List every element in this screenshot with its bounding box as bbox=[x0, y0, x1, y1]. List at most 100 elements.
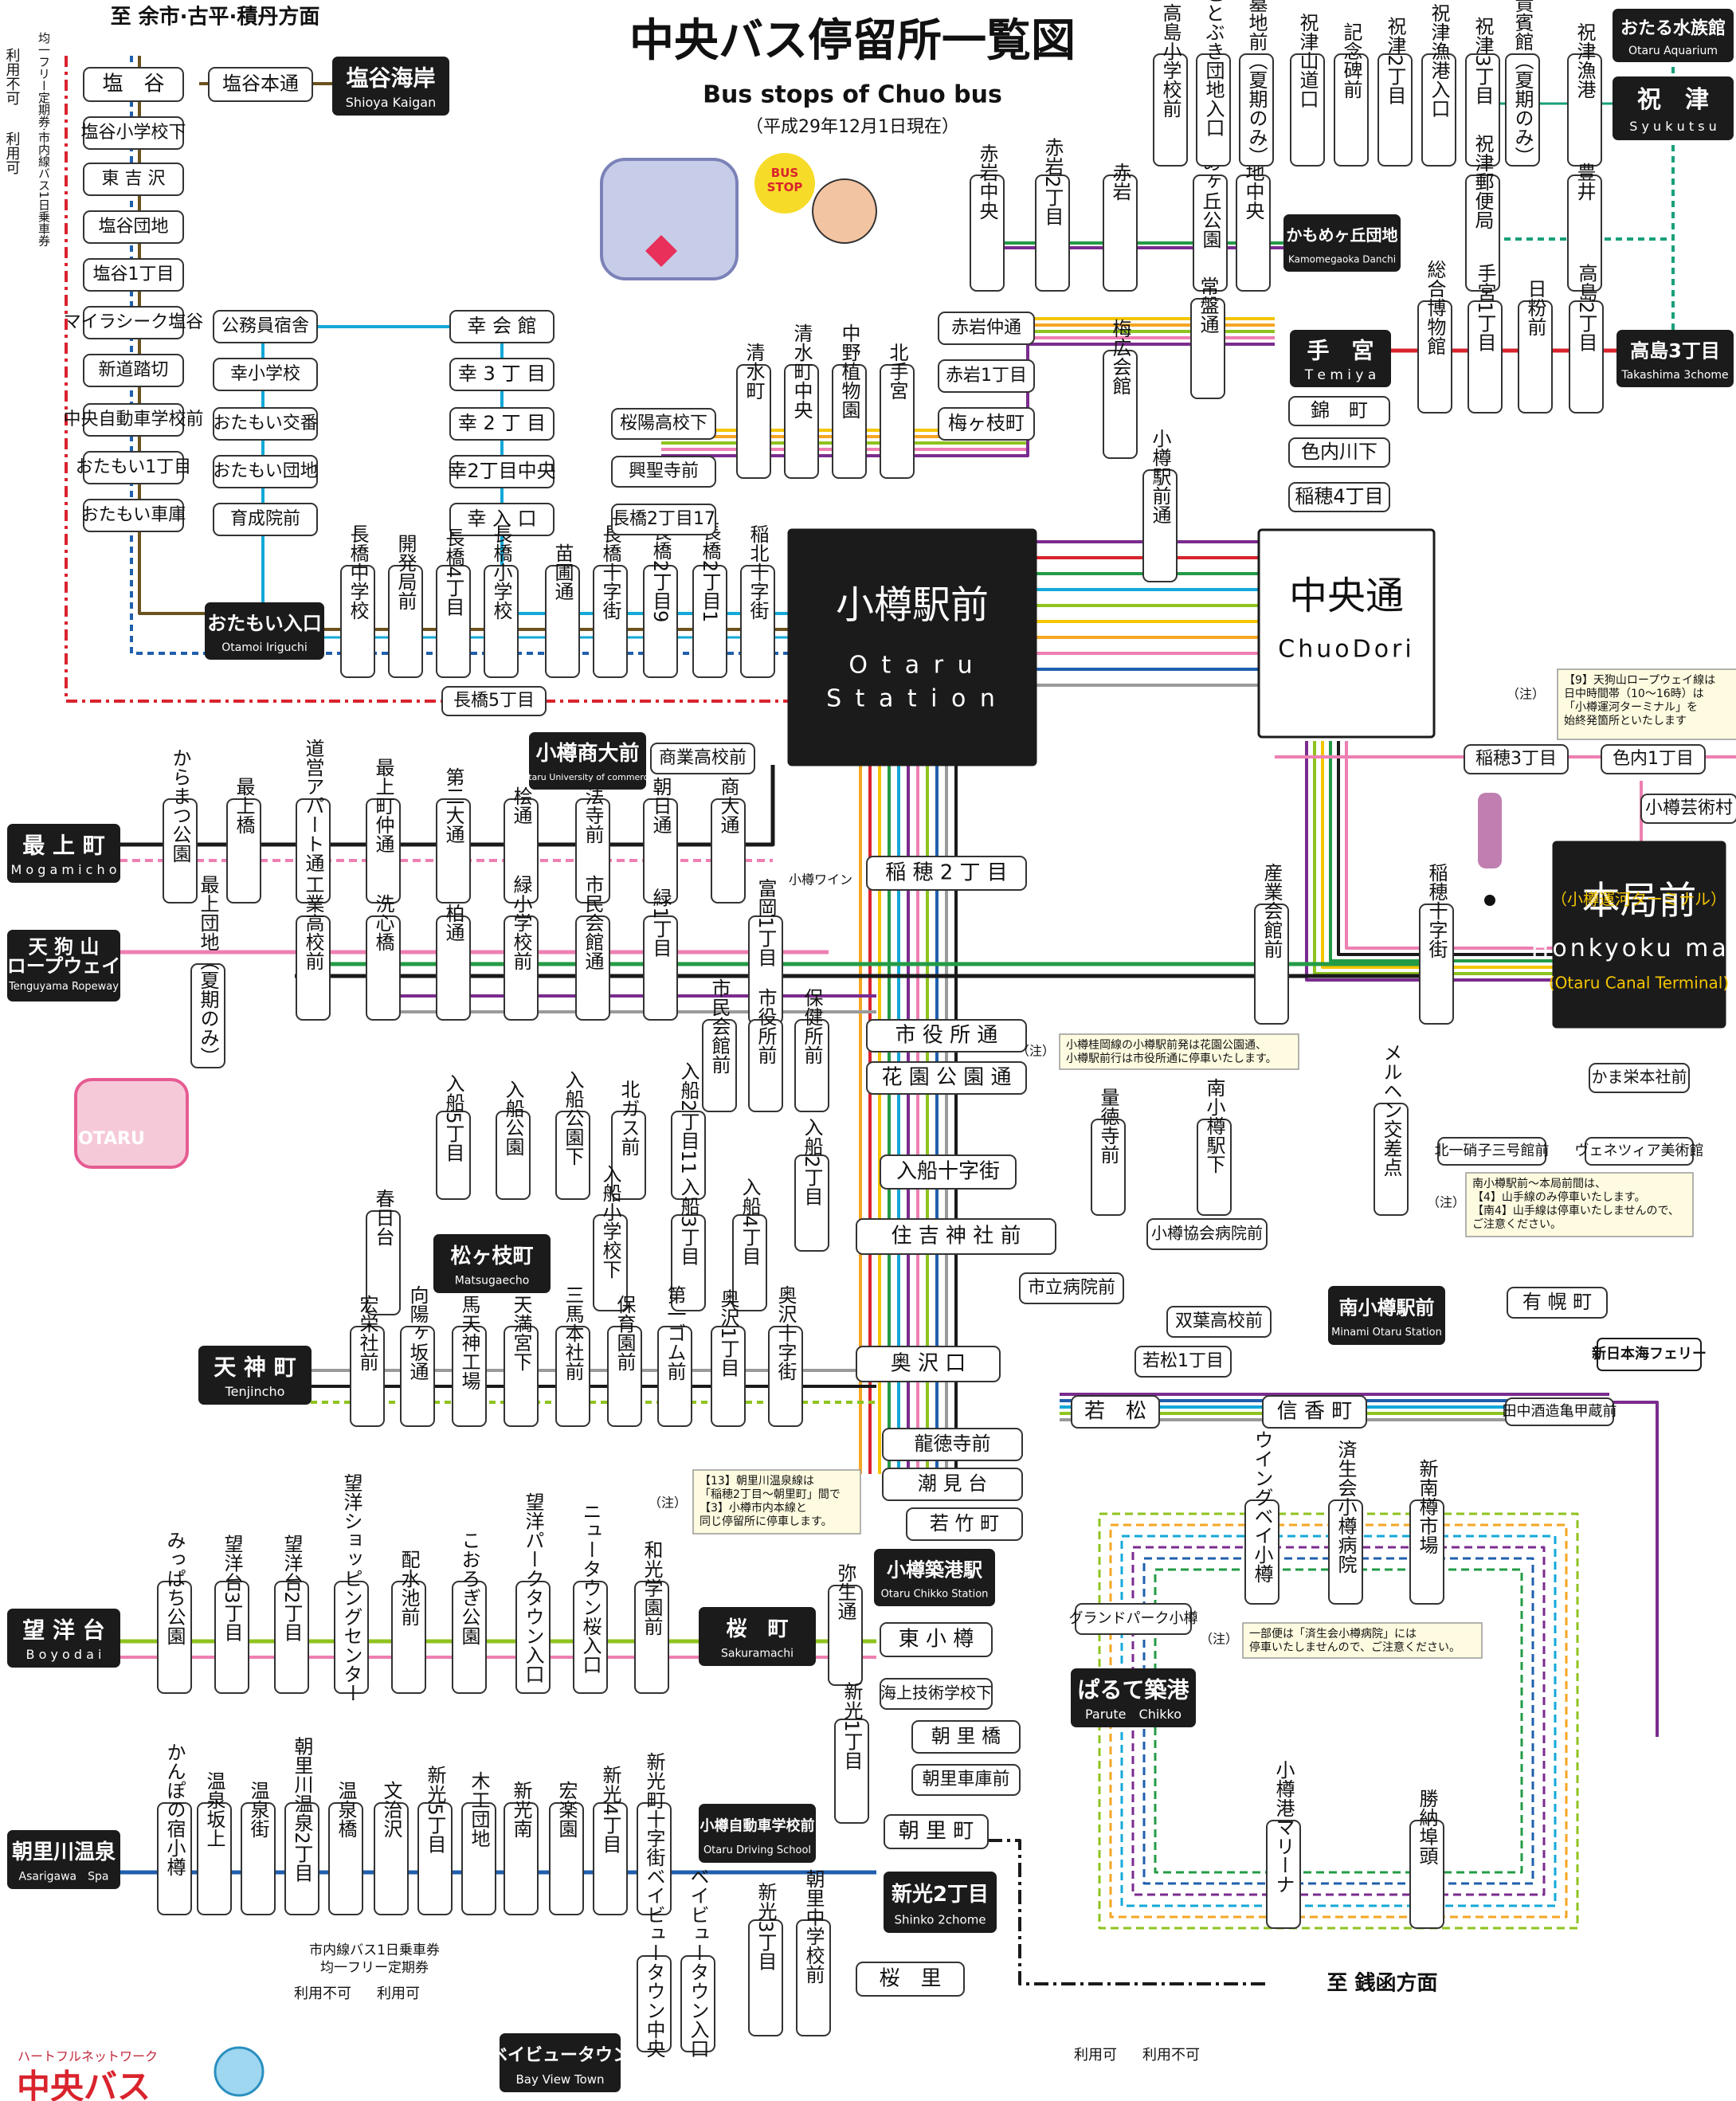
stop-高島2丁目[interactable]: 高島2丁目 bbox=[1569, 263, 1604, 414]
stop-入船十字街[interactable]: 入船十字街 bbox=[880, 1154, 1017, 1190]
stop-興聖寺前[interactable]: 興聖寺前 bbox=[611, 456, 716, 488]
stop-総合博物館[interactable]: 総合博物館 bbox=[1417, 260, 1452, 414]
stop-望洋台3丁目[interactable]: 望洋台3丁目 bbox=[214, 1534, 249, 1694]
stop-朝里川温泉2丁目[interactable]: 朝里川温泉2丁目 bbox=[284, 1736, 319, 1915]
stop-新光1丁目[interactable]: 新光1丁目 bbox=[834, 1681, 869, 1824]
stop-桜陽高校下[interactable]: 桜陽高校下 bbox=[611, 408, 716, 440]
stop-新道踏切[interactable]: 新道踏切 bbox=[83, 354, 184, 387]
stop-海上技術学校下[interactable]: 海上技術学校下 bbox=[880, 1678, 993, 1710]
stop-和光学園前[interactable]: 和光学園前 bbox=[634, 1540, 669, 1694]
stop-春日台[interactable]: 春日台 bbox=[366, 1189, 401, 1315]
stop-宏栄社前[interactable]: 宏栄社前 bbox=[350, 1295, 385, 1427]
stop-市役所前[interactable]: 市役所前 bbox=[748, 988, 783, 1112]
stop-柏通[interactable]: 柏通 bbox=[436, 904, 471, 1021]
stop-長橋2丁目9[interactable]: 長橋2丁目9 bbox=[643, 522, 678, 678]
stop-保健所前[interactable]: 保健所前 bbox=[794, 988, 829, 1112]
stop-かんぽの宿小樽[interactable]: かんぽの宿小樽 bbox=[157, 1742, 192, 1915]
stop-からまつ公園[interactable]: からまつ公園 bbox=[163, 748, 198, 904]
stop-色内川下[interactable]: 色内川下 bbox=[1288, 437, 1390, 468]
stop-ベイビュータウン中央[interactable]: ベイビュータウン中央 bbox=[637, 1867, 672, 2058]
stop-マイラシーク塩谷[interactable]: マイラシーク塩谷 bbox=[64, 306, 204, 339]
stop-双葉高校前[interactable]: 双葉高校前 bbox=[1166, 1306, 1272, 1338]
stop-おたもい団地[interactable]: おたもい団地 bbox=[213, 455, 318, 488]
stop-東吉沢[interactable]: 東 吉 沢 bbox=[83, 163, 184, 196]
stop-高島小学校前[interactable]: 高島小学校前 bbox=[1153, 3, 1188, 167]
stop-奥沢1丁目[interactable]: 奥沢1丁目 bbox=[711, 1288, 746, 1427]
stop-新南樽市場[interactable]: 新南樽市場 bbox=[1409, 1459, 1444, 1605]
stop-赤岩1丁目[interactable]: 赤岩1丁目 bbox=[938, 359, 1035, 393]
stop-龍徳寺前[interactable]: 龍徳寺前 bbox=[882, 1428, 1023, 1461]
stop-入船公園[interactable]: 入船公園 bbox=[496, 1080, 531, 1200]
stop-新光3丁目[interactable]: 新光3丁目 bbox=[748, 1882, 783, 2036]
stop-おたもい1丁目[interactable]: おたもい1丁目 bbox=[76, 451, 192, 484]
stop-三馬天神工場[interactable]: 三馬天神工場 bbox=[452, 1276, 487, 1427]
stop-長橋2丁目1[interactable]: 長橋2丁目1 bbox=[692, 522, 727, 678]
stop-桜里[interactable]: 桜 里 bbox=[856, 1962, 965, 1997]
stop-色内1丁目[interactable]: 色内1丁目 bbox=[1601, 744, 1706, 774]
stop-開発局前[interactable]: 開発局前 bbox=[388, 534, 423, 678]
stop-赤岩中央[interactable]: 赤岩中央 bbox=[970, 143, 1005, 292]
stop-木工団地[interactable]: 木工団地 bbox=[461, 1771, 496, 1915]
stop-祝津漁港[interactable]: 祝津漁港 bbox=[1567, 22, 1602, 167]
stop-ニュータウン桜入口[interactable]: ニュータウン桜入口 bbox=[573, 1502, 608, 1694]
stop-稲穂3丁目[interactable]: 稲穂3丁目 bbox=[1464, 744, 1569, 774]
stop-商業高校前[interactable]: 商業高校前 bbox=[650, 743, 755, 774]
stop-田中酒造亀甲蔵前[interactable]: 田中酒造亀甲蔵前 bbox=[1503, 1397, 1617, 1426]
stop-常盤通[interactable]: 常盤通 bbox=[1190, 276, 1225, 399]
stop-中央自動車学校前[interactable]: 中央自動車学校前 bbox=[63, 403, 204, 437]
stop-温泉橋[interactable]: 温泉橋 bbox=[328, 1781, 363, 1915]
stop-若竹町[interactable]: 若 竹 町 bbox=[906, 1507, 1023, 1541]
stop-祝津2丁目[interactable]: 祝津2丁目 bbox=[1377, 16, 1413, 167]
stop-日粉前[interactable]: 日粉前 bbox=[1518, 279, 1553, 414]
stop-勝納埠頭[interactable]: 勝納埠頭 bbox=[1409, 1789, 1444, 1929]
stop-入船3丁目[interactable]: 入船3丁目 bbox=[671, 1177, 706, 1311]
stop-道営アパート通[interactable]: 道営アパート通 bbox=[296, 739, 331, 904]
stop-新光4丁目[interactable]: 新光4丁目 bbox=[593, 1765, 628, 1915]
stop-小樽貴賓館夏期のみ[interactable]: 小樽貴賓館（夏期のみ） bbox=[1505, 0, 1540, 167]
stop-若松1丁目[interactable]: 若松1丁目 bbox=[1134, 1346, 1232, 1378]
stop-長橋中学校[interactable]: 長橋中学校 bbox=[340, 524, 375, 678]
stop-メルヘン交差点[interactable]: メルヘン交差点 bbox=[1374, 1043, 1409, 1216]
stop-入船5丁目[interactable]: 入船5丁目 bbox=[436, 1073, 471, 1200]
stop-洗心橋[interactable]: 洗心橋 bbox=[366, 894, 401, 1021]
stop-天満宮下[interactable]: 天満宮下 bbox=[504, 1295, 539, 1427]
stop-温泉坂上[interactable]: 温泉坂上 bbox=[197, 1771, 232, 1915]
stop-長橋2丁目17[interactable]: 長橋2丁目17 bbox=[611, 504, 716, 535]
stop-潮見台[interactable]: 潮 見 台 bbox=[882, 1468, 1023, 1501]
stop-三馬本社前[interactable]: 三馬本社前 bbox=[555, 1285, 590, 1427]
stop-入船2丁目11[interactable]: 入船2丁目11 bbox=[671, 1061, 706, 1200]
stop-幸小学校[interactable]: 幸小学校 bbox=[213, 358, 318, 391]
stop-入船小学校下[interactable]: 入船小学校下 bbox=[593, 1164, 628, 1311]
stop-長橋十字街[interactable]: 長橋十字街 bbox=[593, 524, 628, 678]
major-stop-ferry[interactable]: 新日本海フェリー bbox=[1592, 1338, 1707, 1371]
stop-第二大通[interactable]: 第二大通 bbox=[436, 767, 471, 904]
major-stop-boyodai[interactable]: 望 洋 台B o y o d a i bbox=[7, 1609, 120, 1668]
stop-小樽港マリーナ[interactable]: 小樽港マリーナ bbox=[1266, 1760, 1301, 1929]
stop-幸3丁目[interactable]: 幸 3 丁 目 bbox=[449, 358, 555, 391]
stop-おたもい交番[interactable]: おたもい交番 bbox=[213, 407, 318, 441]
stop-緑小学校前[interactable]: 緑小学校前 bbox=[504, 875, 539, 1021]
stop-量徳寺前[interactable]: 量徳寺前 bbox=[1091, 1088, 1126, 1216]
stop-稲穂2丁目[interactable]: 稲 穂 2 丁 目 bbox=[866, 856, 1027, 891]
stop-幸2丁目中央[interactable]: 幸2丁目中央 bbox=[448, 455, 556, 488]
stop-新光南[interactable]: 新光南 bbox=[504, 1781, 539, 1915]
stop-記念碑前[interactable]: 記念碑前 bbox=[1334, 22, 1369, 167]
stop-朝里中学校前[interactable]: 朝里中学校前 bbox=[796, 1869, 831, 2036]
stop-望洋ショッピングセンター[interactable]: 望洋ショッピングセンター bbox=[334, 1473, 369, 1703]
stop-北ガス前[interactable]: 北ガス前 bbox=[611, 1080, 646, 1200]
stop-富岡1丁目[interactable]: 富岡1丁目 bbox=[748, 878, 783, 1025]
stop-ことぶき団地入口[interactable]: ことぶき団地入口 bbox=[1196, 0, 1231, 167]
stop-清水町中央[interactable]: 清水町中央 bbox=[784, 323, 819, 479]
stop-祝津山道口[interactable]: 祝津山道口 bbox=[1290, 13, 1325, 167]
